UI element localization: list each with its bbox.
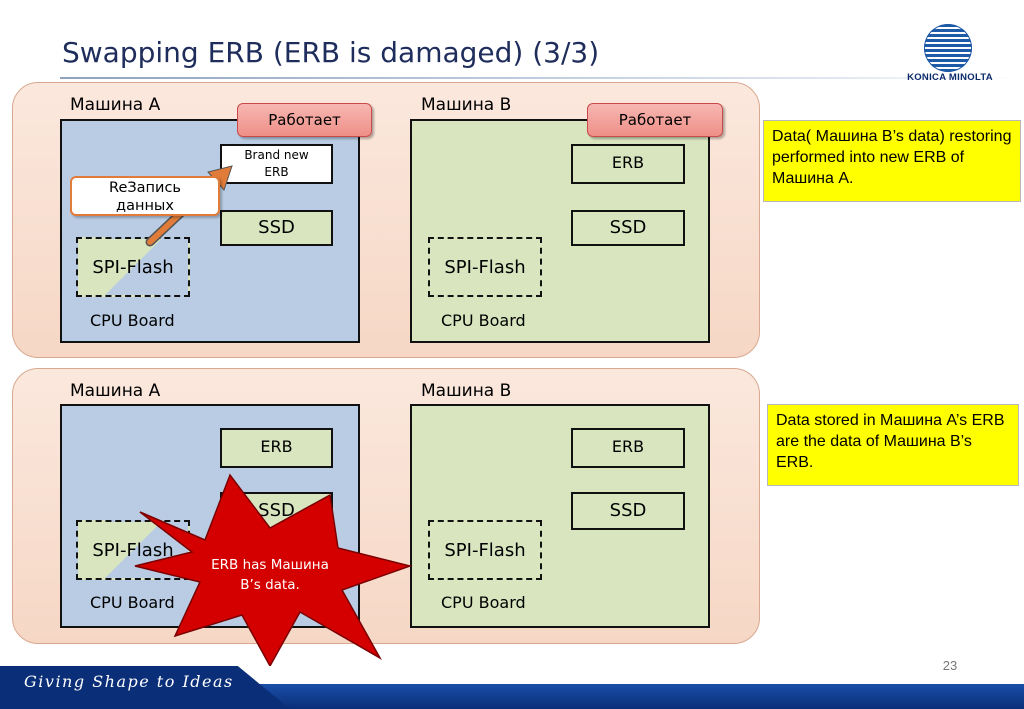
machine-a-erb-chip: ERB [220,428,333,468]
machine-b-status-badge: Работает [587,103,723,137]
brand-new-erb-chip: Brand new ERB [220,144,333,184]
rewrite-callout-line1: ReЗапись [109,180,181,196]
bottom-explanation-note: Data stored in Машина A’s ERB are the da… [767,404,1019,486]
machine-a-label: Машина A [70,381,161,401]
machine-b-erb-chip: ERB [571,428,685,468]
footer-tab [0,666,290,709]
burst-line2: B’s data. [240,577,300,593]
page-number: 23 [942,658,958,673]
top-explanation-note: Data( Машина B’s data) restoring perform… [763,120,1021,202]
brand-new-erb-line1: Brand new [244,148,309,162]
machine-b-label: Машина B [421,95,512,115]
explosion-burst-shape [134,473,413,666]
machine-b-ssd-chip: SSD [571,210,685,246]
machine-a-spi-flash: SPI-Flash [76,237,190,297]
brand-logo-text: KONICA MINOLTA [907,72,993,83]
machine-b-spi-flash: SPI-Flash [428,520,542,580]
machine-b-cpu-board-label: CPU Board [441,593,526,612]
machine-a-cpu-board-label: CPU Board [90,311,175,330]
brand-new-erb-line2: ERB [264,165,289,179]
machine-a-cpu-board-label: CPU Board [90,593,175,612]
machine-a-ssd-chip: SSD [220,210,333,246]
machine-b-label: Машина B [421,381,512,401]
title-divider [60,77,1020,79]
data-rewrite-callout: ReЗапись данных [70,176,220,216]
machine-b-spi-flash: SPI-Flash [428,237,542,297]
burst-text: ERB has Машина B’s data. [195,555,345,595]
machine-b-cpu-board-label: CPU Board [441,311,526,330]
machine-b-ssd-chip: SSD [571,492,685,530]
rewrite-callout-line2: данных [116,198,174,214]
machine-b-erb-chip: ERB [571,144,685,184]
slide-title: Swapping ERB (ERB is damaged) (3/3) [62,36,600,69]
machine-a-status-badge: Работает [237,103,372,137]
machine-a-label: Машина A [70,95,161,115]
footer-slogan: Giving Shape to Ideas [24,672,234,691]
konica-minolta-globe-icon [924,24,972,72]
burst-line1: ERB has Машина [211,557,329,573]
